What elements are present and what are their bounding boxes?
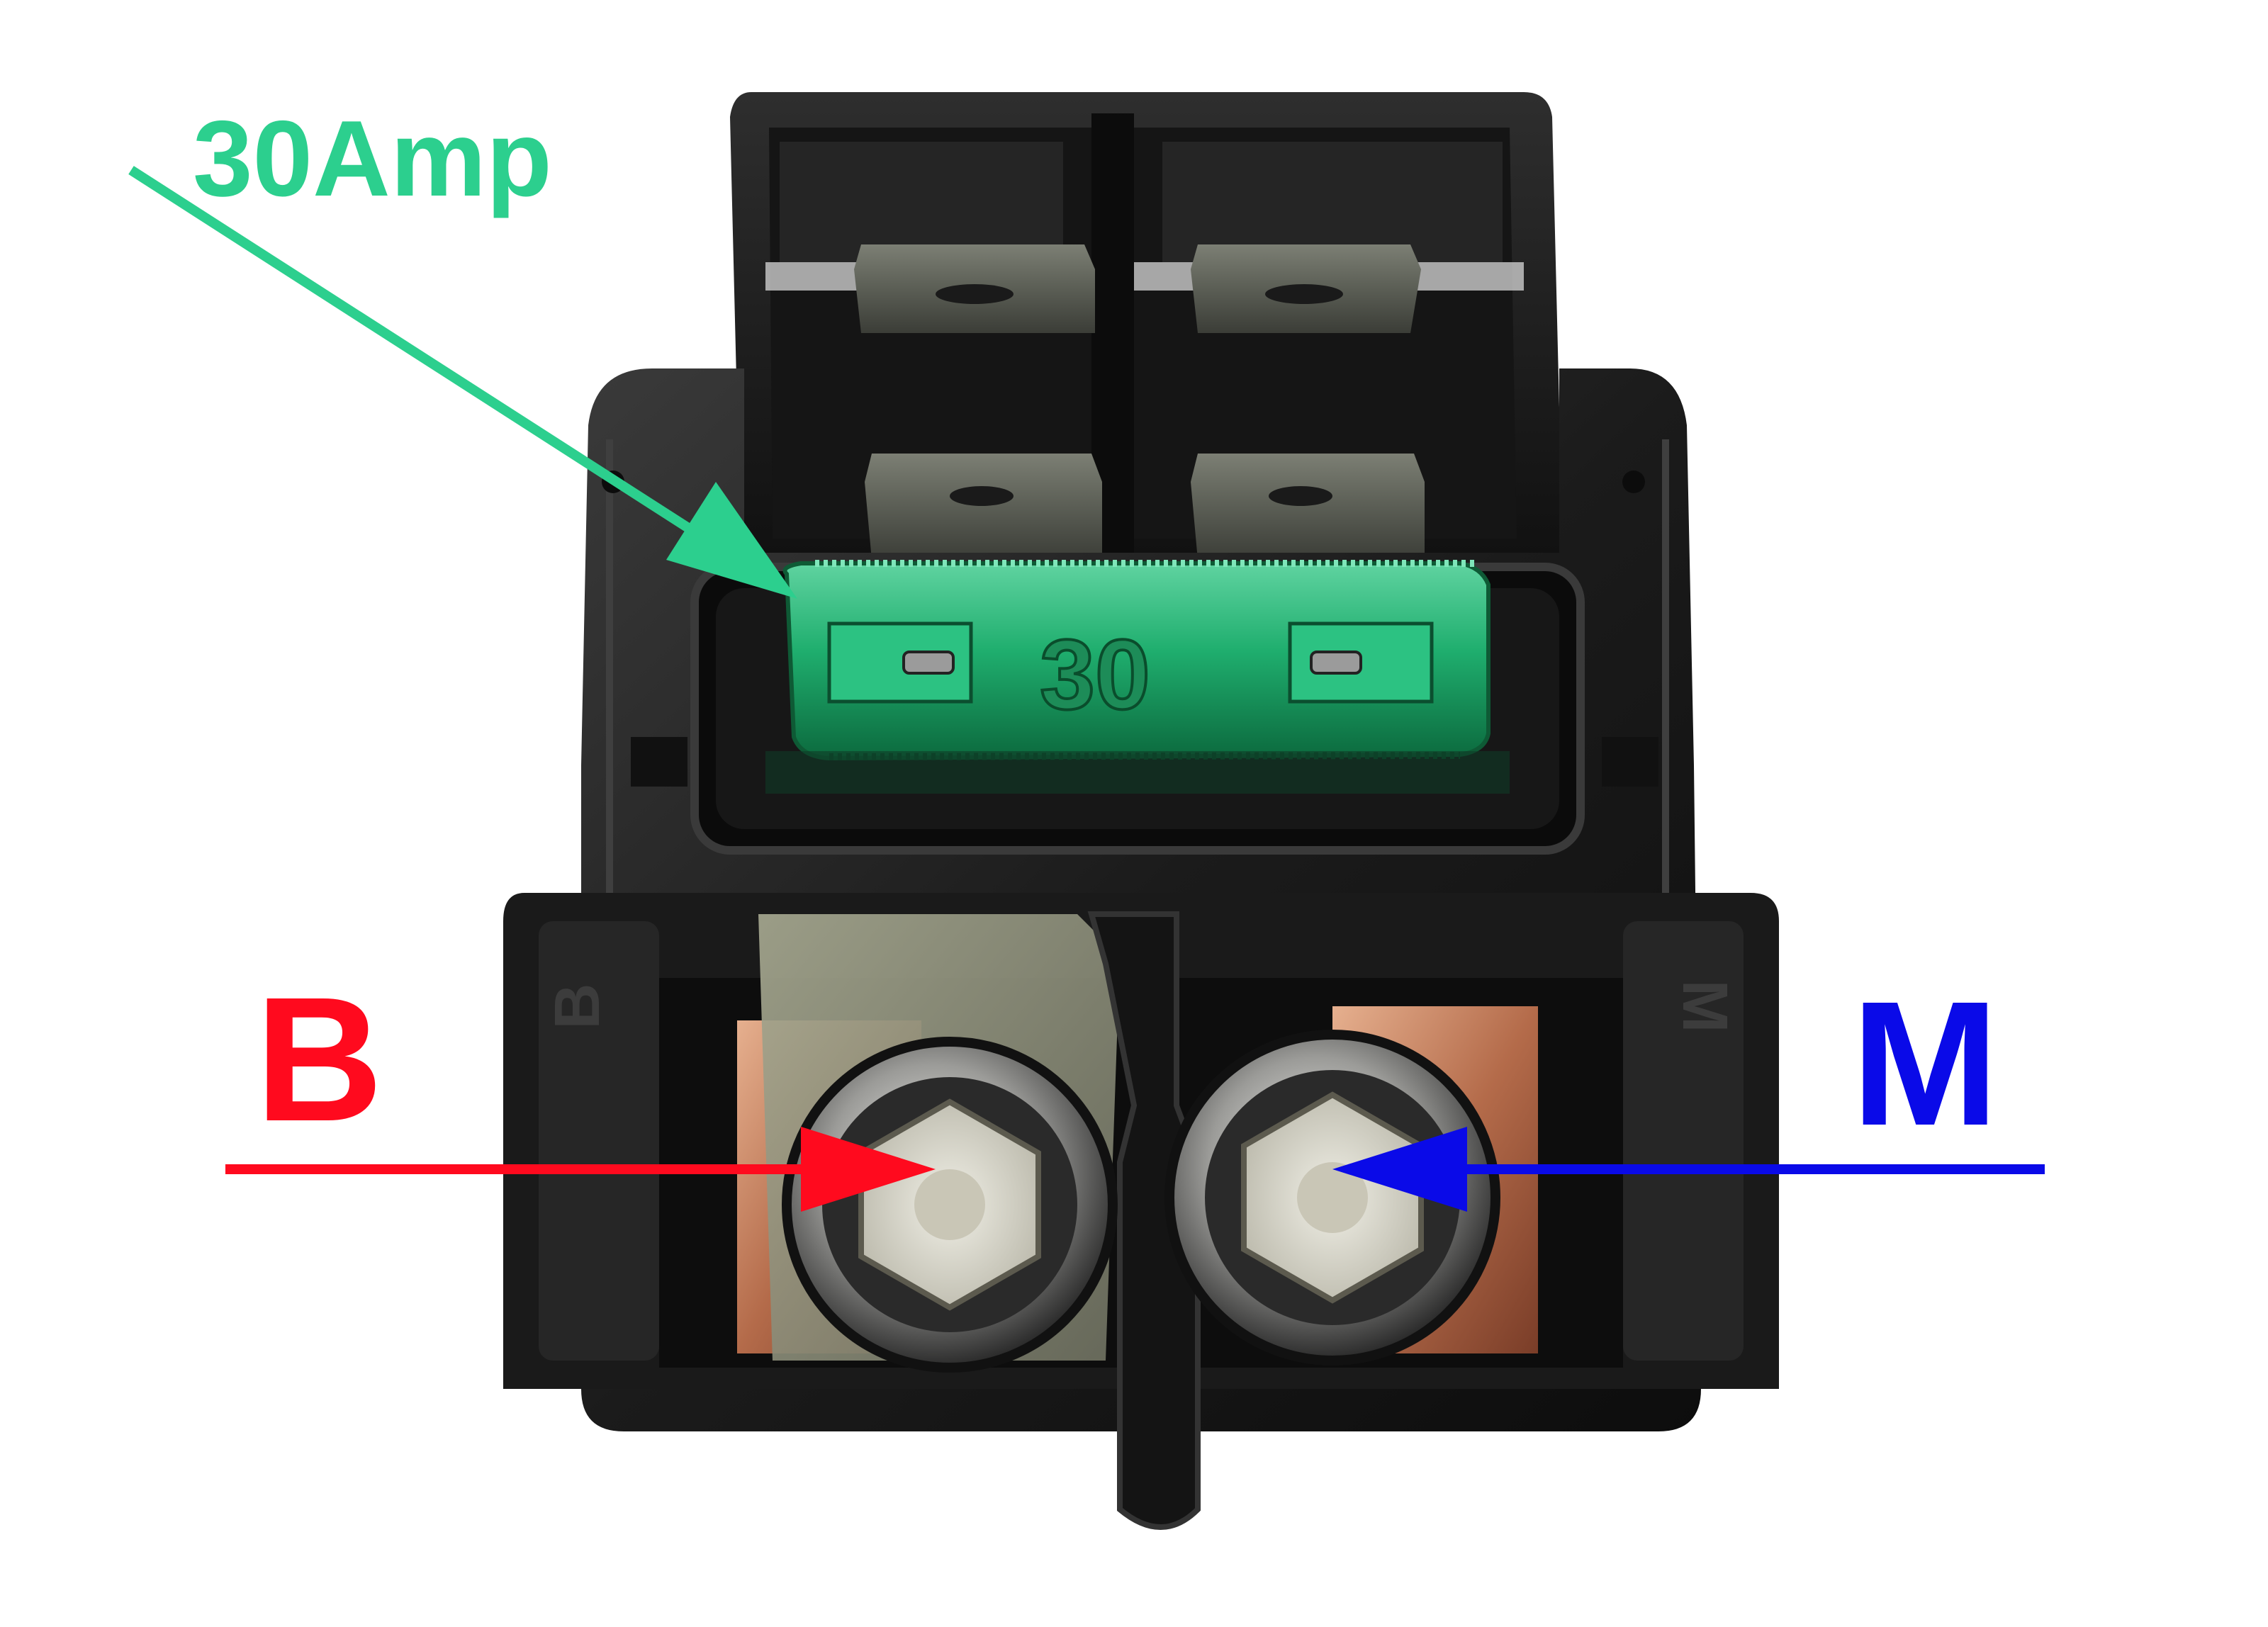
- fuse-rating-marking: 30: [1040, 619, 1150, 730]
- bolt-motor: [1164, 1030, 1500, 1366]
- blade-fuse: 30: [765, 560, 1510, 794]
- battery-terminal-label: B: [255, 960, 383, 1158]
- terminal-bottom-left: [865, 454, 1102, 560]
- motor-terminal-label: M: [1851, 964, 1999, 1162]
- battery-arrow: [225, 1127, 936, 1212]
- terminal-bottom-right: [1191, 454, 1425, 560]
- housing-mark-left: B: [542, 984, 613, 1030]
- connector-shroud: [730, 92, 1563, 553]
- fuse-rating-label: 30Amp: [193, 98, 552, 219]
- fuse-arrow: [128, 166, 797, 599]
- spade-terminals: [854, 244, 1425, 560]
- terminal-divider: [1087, 911, 1201, 1530]
- terminal-bay: B M: [503, 893, 1779, 1530]
- housing-mark-right: M: [1669, 980, 1740, 1033]
- bolt-battery: [782, 1037, 1118, 1373]
- motor-arrow: [1332, 1127, 2045, 1212]
